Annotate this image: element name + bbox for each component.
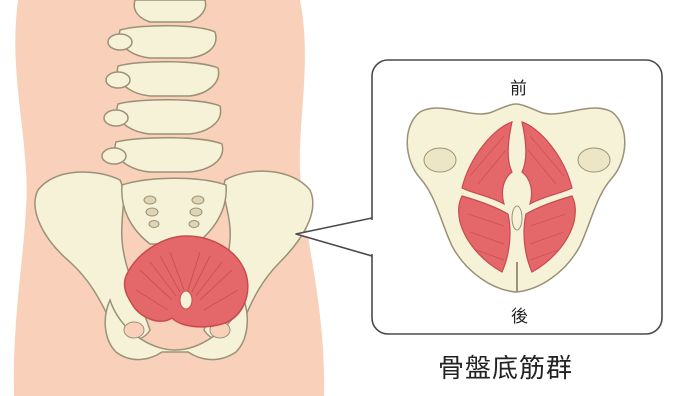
diagram-title: 骨盤底筋群 [438, 348, 573, 385]
label-back: 後 [511, 302, 528, 327]
obturator-left [124, 322, 144, 338]
label-front: 前 [510, 74, 527, 99]
